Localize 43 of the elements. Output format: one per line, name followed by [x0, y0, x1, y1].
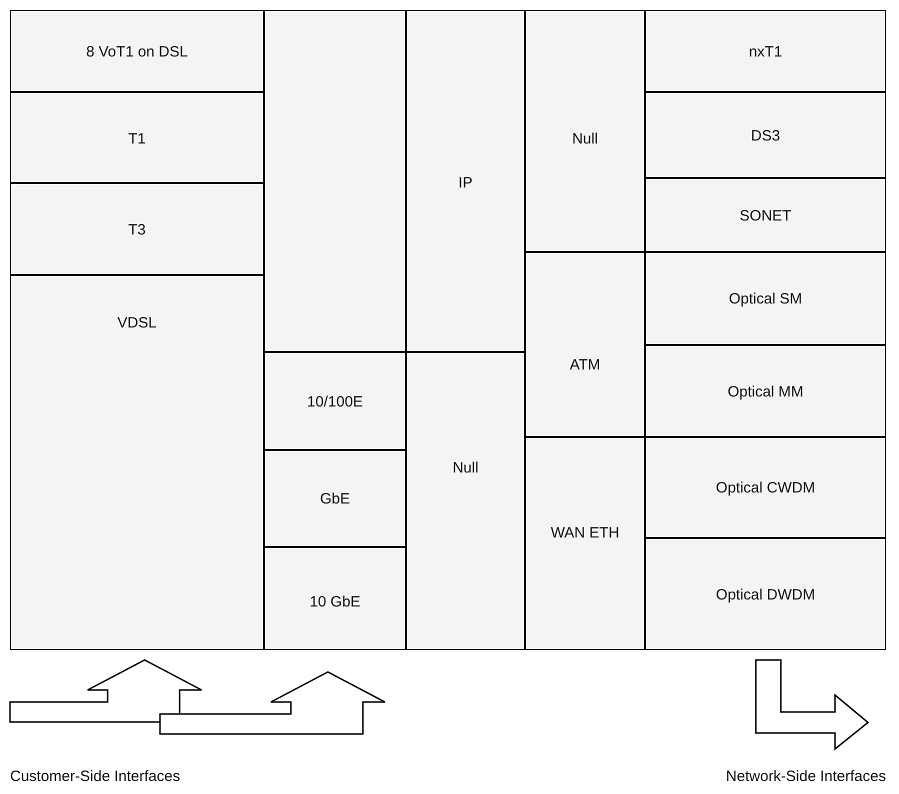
interface-label: Null: [452, 458, 480, 478]
interface-label: Optical DWDM: [714, 586, 816, 604]
interface-label: WAN ETH: [550, 524, 620, 542]
interface-label: SONET: [738, 206, 792, 226]
layer-cell: [264, 450, 406, 547]
interface-label: GbE: [318, 490, 351, 508]
interface-label: 10 GbE: [308, 592, 362, 612]
layer-cell: [10, 275, 264, 650]
interface-label: Null: [571, 130, 599, 148]
layer-cell: [10, 183, 264, 275]
layer-cell: [645, 538, 886, 650]
caption-label: Customer-Side Interfaces: [10, 768, 180, 785]
interface-label: T3: [127, 220, 147, 240]
layer-cell: [406, 10, 525, 352]
layer-cell: [406, 352, 525, 650]
layer-cell: [645, 178, 886, 252]
caption-label: Network-Side Interfaces: [726, 768, 886, 785]
interface-label: 10/100E: [306, 392, 364, 412]
layer-cell: [645, 252, 886, 345]
layer-cell: [525, 437, 645, 650]
layer-cell: [525, 10, 645, 252]
layer-cell: [645, 92, 886, 178]
interface-label: 8 VoT1 on DSL: [85, 42, 189, 62]
interface-label: Optical MM: [726, 382, 804, 402]
block-arrow: [755, 659, 870, 751]
layer-cell: [525, 252, 645, 437]
interface-label: DS3: [750, 126, 782, 146]
layer-cell: [10, 92, 264, 183]
interface-label: VDSL: [116, 314, 158, 332]
block-arrow: [9, 659, 202, 723]
layer-cell: [264, 352, 406, 450]
layer-cell: [645, 10, 886, 92]
layer-cell: [264, 547, 406, 650]
layer-cell: [645, 437, 886, 538]
block-arrow: [159, 671, 386, 735]
interface-label: ATM: [568, 356, 602, 374]
interface-label: IP: [457, 174, 474, 192]
interface-label: Optical SM: [728, 290, 804, 308]
interface-label: Optical CWDM: [714, 478, 816, 498]
layer-cell: [645, 345, 886, 437]
interface-label: nxT1: [748, 42, 784, 62]
layer-cell: [10, 10, 264, 92]
interface-label: T1: [127, 130, 147, 148]
